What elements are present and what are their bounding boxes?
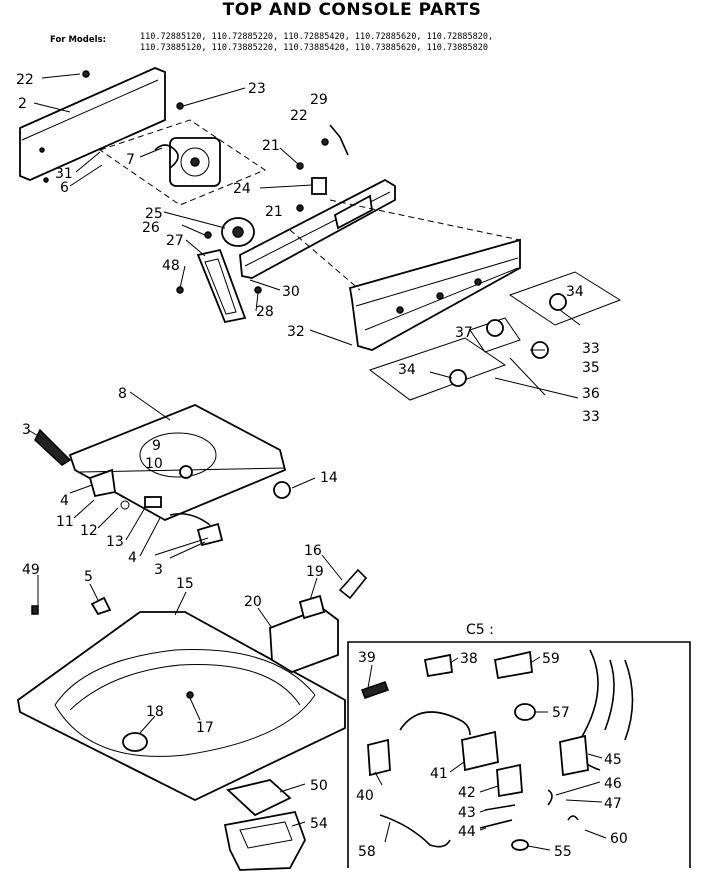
callout-42: 42 <box>458 785 476 801</box>
callout-25: 25 <box>145 206 163 222</box>
callout-24: 24 <box>233 181 251 197</box>
models-label: For Models: <box>50 35 106 45</box>
callout-35: 35 <box>582 360 600 376</box>
console-bracket <box>239 178 396 279</box>
washer-top <box>17 596 346 802</box>
top-fasteners <box>176 102 349 294</box>
callout-54: 54 <box>310 816 328 832</box>
console-panel <box>289 199 521 351</box>
timer-assembly <box>98 119 267 206</box>
callout-21b: 21 <box>265 204 283 220</box>
models-line-2: 110.73885120, 110.73885220, 110.73885420… <box>140 43 488 53</box>
callout-26: 26 <box>142 220 160 236</box>
callout-14: 14 <box>320 470 338 486</box>
callout-59: 59 <box>542 651 560 667</box>
callout-27: 27 <box>166 233 184 249</box>
callout-31: 31 <box>55 166 73 182</box>
callout-44: 44 <box>458 824 476 840</box>
callout-30: 30 <box>282 284 300 300</box>
mounting-bracket <box>196 248 247 324</box>
callout-45: 45 <box>604 752 622 768</box>
selector-switch <box>221 217 255 247</box>
models-line-1: 110.72885120, 110.72885220, 110.72885420… <box>140 32 494 42</box>
callout-55: 55 <box>554 844 572 860</box>
callout-4a: 4 <box>60 493 69 509</box>
callout-23: 23 <box>248 81 266 97</box>
callout-7: 7 <box>126 152 135 168</box>
callout-50: 50 <box>310 778 328 794</box>
callout-58: 58 <box>358 844 376 860</box>
callout-29: 29 <box>310 92 328 108</box>
callout-4b: 4 <box>128 550 137 566</box>
callout-2: 2 <box>18 96 27 112</box>
callout-19: 19 <box>306 564 324 580</box>
console-end-panel <box>19 67 166 183</box>
leader-lines <box>27 73 607 851</box>
callout-17: 17 <box>196 720 214 736</box>
callout-46: 46 <box>604 776 622 792</box>
callout-41: 41 <box>430 766 448 782</box>
page-title: TOP AND CONSOLE PARTS <box>222 0 482 20</box>
callout-32: 32 <box>287 324 305 340</box>
agitator-parts <box>223 779 306 871</box>
callout-33a: 33 <box>582 341 600 357</box>
callout-39: 39 <box>358 650 376 666</box>
callout-6: 6 <box>60 180 69 196</box>
callout-33b: 33 <box>582 409 600 425</box>
callout-labels: 22 2 23 29 22 21 31 7 6 24 21 25 26 27 4… <box>16 72 628 860</box>
callout-22a: 22 <box>16 72 34 88</box>
callout-49: 49 <box>22 562 40 578</box>
callout-3b: 3 <box>154 562 163 578</box>
callout-38: 38 <box>460 651 478 667</box>
callout-16: 16 <box>304 543 322 559</box>
callout-13: 13 <box>106 534 124 550</box>
callout-60: 60 <box>610 831 628 847</box>
callout-37: 37 <box>455 325 473 341</box>
c5-inset-box <box>347 641 691 868</box>
callout-43: 43 <box>458 805 476 821</box>
callout-40: 40 <box>356 788 374 804</box>
lid-assembly <box>34 404 291 547</box>
callout-34b: 34 <box>398 362 416 378</box>
callout-22b: 22 <box>290 108 308 124</box>
callout-57: 57 <box>552 705 570 721</box>
callout-5: 5 <box>84 569 93 585</box>
callout-36: 36 <box>582 386 600 402</box>
callout-11: 11 <box>56 514 74 530</box>
callout-12: 12 <box>80 523 98 539</box>
callout-9: 9 <box>152 438 161 454</box>
callout-10: 10 <box>145 456 163 472</box>
callout-8: 8 <box>118 386 127 402</box>
callout-20: 20 <box>244 594 262 610</box>
callout-15: 15 <box>176 576 194 592</box>
callout-48: 48 <box>162 258 180 274</box>
lid-switch <box>269 568 368 673</box>
inset-label: C5 : <box>466 622 494 638</box>
callout-47: 47 <box>604 796 622 812</box>
callout-28: 28 <box>256 304 274 320</box>
callout-3a: 3 <box>22 422 31 438</box>
callout-18: 18 <box>146 704 164 720</box>
callout-21a: 21 <box>262 138 280 154</box>
callout-34a: 34 <box>566 284 584 300</box>
